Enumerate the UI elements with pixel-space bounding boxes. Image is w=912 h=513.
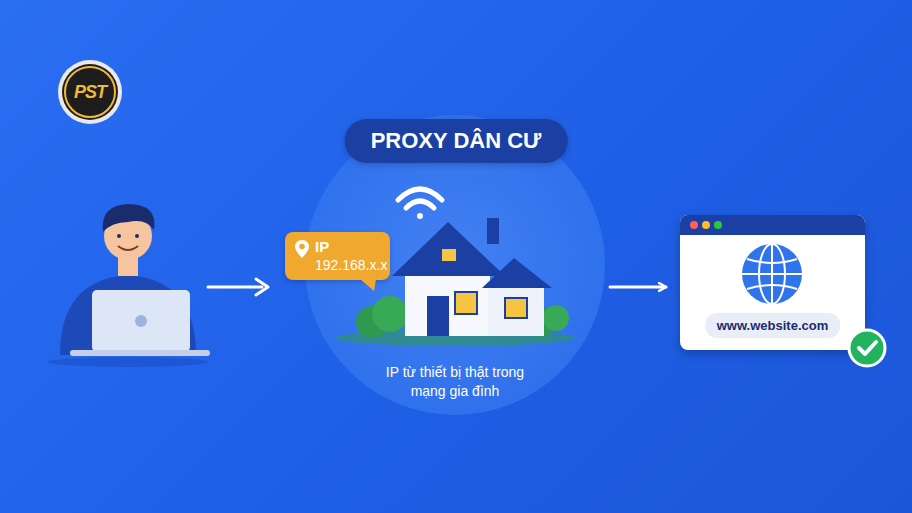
pin-icon	[294, 239, 310, 259]
home-network-group: IP192.168.x.x IP từ thiết bị thật trong m…	[305, 115, 605, 415]
wifi-icon	[398, 189, 442, 219]
ip-address: 192.168.x.x	[315, 256, 380, 274]
window-title-bar	[680, 215, 865, 235]
ip-heading: IP	[315, 238, 380, 256]
halo-circle	[305, 115, 605, 415]
callout-tail	[360, 279, 376, 291]
flow-arrow	[208, 279, 268, 295]
ip-callout: IP192.168.x.x	[285, 232, 390, 280]
flow-connector	[610, 286, 666, 289]
website-window: www.website.com	[680, 215, 865, 350]
check-badge	[847, 328, 887, 368]
globe-icon	[739, 241, 805, 307]
logo-text: PST	[74, 82, 106, 103]
caption-text: IP từ thiết bị thật trong mạng gia đình	[380, 363, 530, 401]
window-dots	[686, 215, 736, 235]
logo	[58, 60, 122, 124]
url-bar: www.website.com	[705, 313, 841, 338]
title-pill: PROXY DÂN CƯ	[345, 119, 568, 163]
person-figure	[48, 204, 210, 367]
